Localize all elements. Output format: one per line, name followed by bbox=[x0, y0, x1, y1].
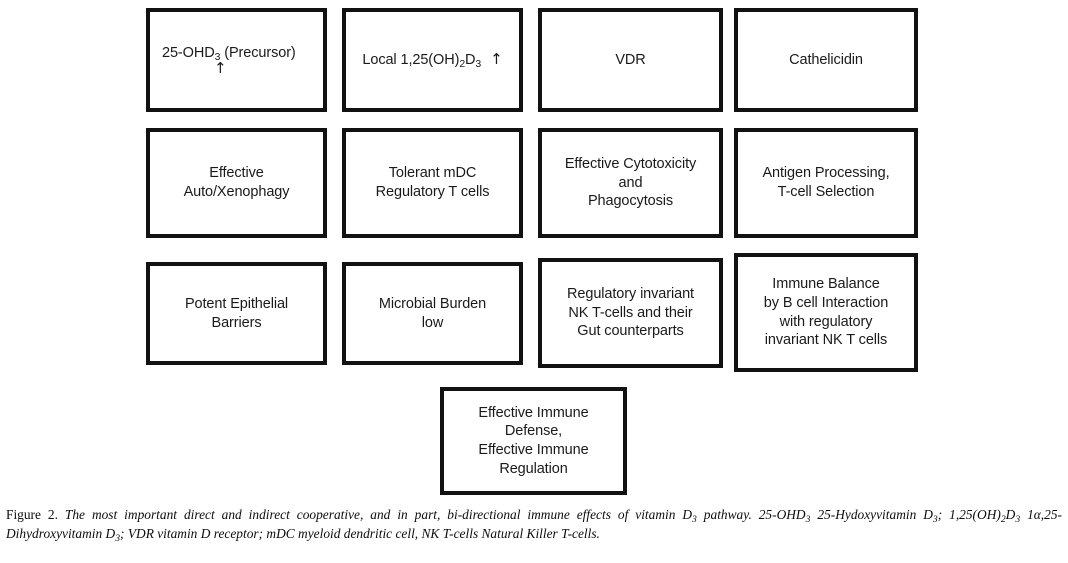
node-regulatory-nkt: Regulatory invariant NK T-cells and thei… bbox=[538, 258, 723, 368]
figure-diagram: 25-OHD3 (Precursor) ↑ Local 1,25(OH)2D3↑… bbox=[146, 8, 918, 495]
node-autophagy-label: Effective Auto/Xenophagy bbox=[183, 165, 290, 200]
node-antigen-processing-label: Antigen Processing, T-cell Selection bbox=[762, 165, 890, 200]
node-cathelicidin-label: Cathelicidin bbox=[789, 51, 863, 68]
node-microbial-burden: Microbial Burden low bbox=[342, 262, 523, 365]
up-arrow-icon: ↑ bbox=[214, 59, 227, 78]
node-immune-balance-label: Immune Balance by B cell Interaction wit… bbox=[763, 276, 889, 349]
node-local-calcitriol-label: Local 1,25(OH)2D3↑ bbox=[362, 49, 503, 70]
node-epithelial-barriers: Potent Epithelial Barriers bbox=[146, 262, 327, 365]
node-tolerant-mdc-label: Tolerant mDC Regulatory T cells bbox=[375, 165, 490, 200]
node-vdr: VDR bbox=[538, 8, 723, 112]
node-cytotoxicity: Effective Cytotoxicity and Phagocytosis bbox=[538, 128, 723, 238]
figure-caption: Figure 2. The most important direct and … bbox=[6, 505, 1062, 543]
node-precursor: 25-OHD3 (Precursor) ↑ bbox=[146, 8, 327, 112]
node-local-calcitriol: Local 1,25(OH)2D3↑ bbox=[342, 8, 523, 112]
node-tolerant-mdc: Tolerant mDC Regulatory T cells bbox=[342, 128, 523, 238]
node-immune-defense: Effective Immune Defense, Effective Immu… bbox=[440, 387, 627, 495]
node-immune-balance: Immune Balance by B cell Interaction wit… bbox=[734, 253, 918, 372]
node-epithelial-barriers-label: Potent Epithelial Barriers bbox=[184, 295, 289, 331]
node-regulatory-nkt-label: Regulatory invariant NK T-cells and thei… bbox=[567, 286, 694, 340]
node-autophagy: Effective Auto/Xenophagy bbox=[146, 128, 327, 238]
node-microbial-burden-label: Microbial Burden low bbox=[378, 295, 487, 331]
node-cathelicidin: Cathelicidin bbox=[734, 8, 918, 112]
node-immune-defense-label: Effective Immune Defense, Effective Immu… bbox=[478, 404, 589, 477]
node-cytotoxicity-label: Effective Cytotoxicity and Phagocytosis bbox=[564, 156, 697, 210]
node-precursor-label: 25-OHD3 (Precursor) ↑ bbox=[156, 25, 317, 95]
up-arrow-icon: ↑ bbox=[490, 49, 503, 68]
figure-caption-body: The most important direct and indirect c… bbox=[6, 507, 1062, 544]
node-vdr-label: VDR bbox=[615, 51, 646, 68]
figure-caption-label: Figure 2. bbox=[6, 507, 58, 522]
node-antigen-processing: Antigen Processing, T-cell Selection bbox=[734, 128, 918, 238]
